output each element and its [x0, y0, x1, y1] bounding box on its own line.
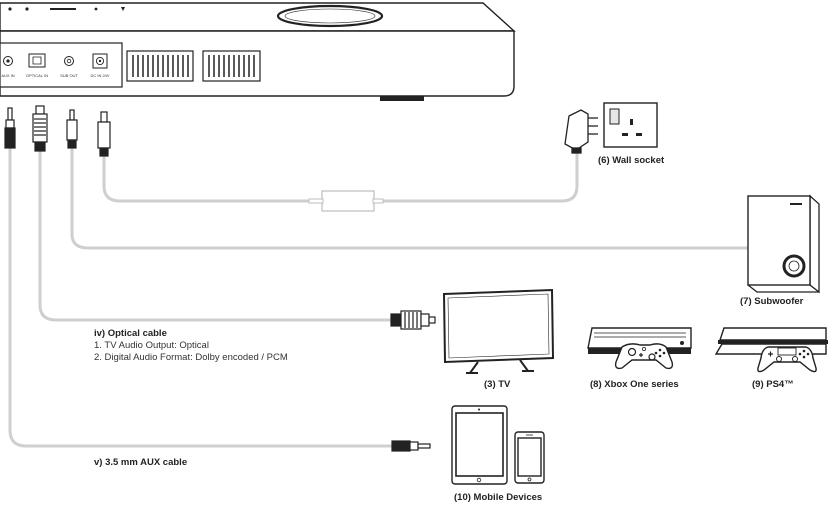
wall-plug — [564, 109, 598, 154]
sub-out-port: SUB OUT — [60, 56, 78, 78]
aux-in-port: AUX IN — [1, 56, 15, 78]
ps4-controller — [757, 346, 817, 373]
aux-cable-title: v) 3.5 mm AUX cable — [94, 457, 188, 468]
port-panel — [0, 42, 123, 88]
optical-note-line-1: 1. TV Audio Output: Optical — [94, 340, 209, 351]
aux-in-label: AUX IN — [1, 73, 14, 78]
subwoofer-cable — [70, 148, 750, 250]
wall-socket — [603, 102, 658, 148]
optical-plug-top — [32, 105, 48, 152]
dc-plug-top — [97, 111, 111, 157]
soundbar-control-ring — [276, 4, 384, 28]
ps4-label: (9) PS4™ — [752, 379, 794, 390]
optical-cable-note: iv) Optical cable 1. TV Audio Output: Op… — [94, 328, 288, 364]
optical-in-label: OPTICAL IN — [26, 73, 48, 78]
optical-note-line-2: 2. Digital Audio Format: Dolby encoded /… — [94, 352, 288, 363]
dc-in-label: DC IN 24V — [90, 73, 109, 78]
grille-right — [202, 50, 261, 82]
subwoofer-label: (7) Subwoofer — [740, 296, 804, 307]
subwoofer — [747, 194, 820, 294]
soundbar: AUX IN OPTICAL IN SUB OUT DC IN 24V — [0, 2, 516, 101]
tablet — [451, 405, 508, 485]
soundbar-stand — [380, 96, 424, 101]
optical-in-port: OPTICAL IN — [26, 53, 48, 78]
socket-switch — [609, 108, 620, 125]
soundbar-top — [0, 2, 516, 32]
smartphone — [514, 431, 545, 484]
subwoofer-plug-top — [66, 109, 78, 149]
tv-label: (3) TV — [484, 379, 511, 390]
power-adapter-brick — [308, 190, 384, 212]
tv — [442, 288, 555, 374]
power-cable — [102, 153, 314, 203]
sub-out-label: SUB OUT — [60, 73, 78, 78]
mobile-devices-label: (10) Mobile Devices — [454, 492, 543, 503]
xbox-controller — [614, 343, 674, 370]
aux-cable — [8, 148, 394, 448]
xbox-label: (8) Xbox One series — [590, 379, 679, 390]
dc-in-port: DC IN 24V — [90, 53, 110, 78]
aux-plug-mobile — [391, 440, 431, 452]
aux-plug-top — [4, 107, 16, 149]
optical-cable — [38, 148, 394, 322]
power-cable-upper — [378, 150, 579, 203]
optical-plug-tv — [390, 310, 436, 330]
aux-cable-note: v) 3.5 mm AUX cable — [94, 457, 187, 469]
wall-socket-label: (6) Wall socket — [598, 155, 665, 166]
optical-cable-title: iv) Optical cable — [94, 328, 167, 339]
cables — [8, 148, 750, 448]
